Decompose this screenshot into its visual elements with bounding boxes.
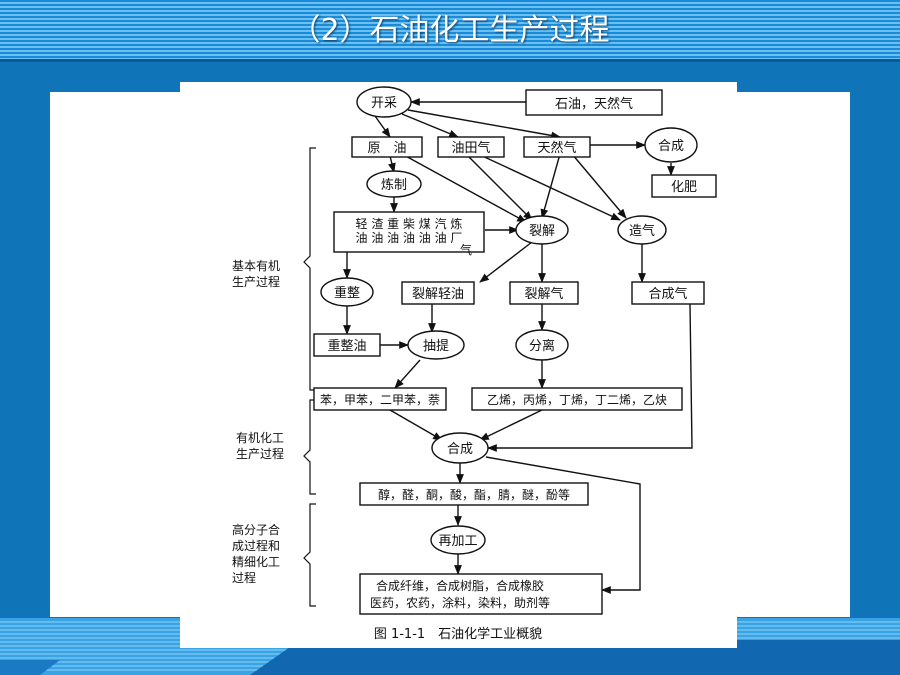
synthesis-top-label: 合成 bbox=[658, 139, 684, 154]
gas-making-label: 造气 bbox=[629, 223, 655, 239]
reforming-label: 重整 bbox=[334, 285, 360, 301]
side-label-polymer-4: 过程 bbox=[232, 570, 256, 585]
chemicals-label: 醇，醛，酮，酸，酯，腈，醚，酚等 bbox=[378, 487, 570, 502]
side-label-basic-2: 生产过程 bbox=[232, 274, 280, 289]
extraction-node bbox=[407, 330, 465, 360]
natural-gas-label: 天然气 bbox=[537, 140, 576, 156]
refined-products-box bbox=[333, 211, 485, 253]
crude-oil-label: 原 油 bbox=[367, 141, 406, 156]
refining-label: 炼制 bbox=[381, 178, 407, 193]
header-band bbox=[0, 0, 900, 62]
oil-gas-box bbox=[525, 89, 663, 116]
aromatics-label: 苯，甲苯，二甲苯，萘 bbox=[320, 393, 440, 407]
cracking-node bbox=[515, 215, 569, 245]
cracked-light-oil-box bbox=[401, 281, 475, 305]
side-label-polymer-1: 高分子合 bbox=[232, 522, 280, 537]
gas-making-node bbox=[617, 215, 667, 245]
reforming-node bbox=[320, 277, 374, 307]
refining-node bbox=[366, 170, 422, 198]
reprocess-node bbox=[430, 525, 486, 555]
side-label-organic-2: 生产过程 bbox=[236, 446, 284, 461]
separation-node bbox=[515, 329, 569, 361]
fertilizer-label: 化肥 bbox=[671, 180, 697, 195]
synthesis-mid-node bbox=[431, 432, 489, 464]
refined-products-row2: 油 油 油 油 油 油 厂 bbox=[356, 231, 463, 245]
synthesis-mid-label: 合成 bbox=[447, 442, 473, 457]
reformed-oil-box bbox=[313, 333, 381, 357]
natural-gas-box bbox=[523, 136, 591, 158]
separation-label: 分离 bbox=[529, 338, 555, 354]
side-label-organic-1: 有机化工 bbox=[236, 431, 284, 445]
final-products-box bbox=[359, 573, 603, 615]
side-label-basic-1: 基本有机 bbox=[232, 259, 280, 273]
syngas-box bbox=[631, 281, 705, 305]
extraction-label: 抽提 bbox=[423, 338, 449, 354]
olefins-box bbox=[471, 387, 683, 411]
cracked-gas-box bbox=[509, 281, 579, 305]
slide-title: （2）石油化工生产过程 bbox=[290, 13, 610, 48]
reprocess-label: 再加工 bbox=[438, 534, 477, 549]
oilfield-gas-label: 油田气 bbox=[451, 140, 490, 156]
reformed-oil-label: 重整油 bbox=[327, 338, 366, 354]
olefins-label: 乙烯，丙烯，丁烯，丁二烯，乙炔 bbox=[487, 393, 667, 407]
crude-oil-box bbox=[351, 136, 423, 158]
figure-caption: 图 1-1-1 石油化学工业概貌 bbox=[374, 626, 542, 642]
refined-products-gas: 气 bbox=[460, 242, 472, 257]
syngas-label: 合成气 bbox=[648, 286, 687, 302]
cracked-light-oil-label: 裂解轻油 bbox=[412, 287, 464, 302]
petrochemical-flowchart: 石油，天然气 开采 原 油 油田气 天然气 合成 化肥 炼制 轻 渣 重 柴 煤… bbox=[180, 82, 737, 648]
refined-products-row1: 轻 渣 重 柴 煤 汽 炼 bbox=[356, 216, 463, 231]
mining-node bbox=[356, 86, 412, 118]
cracking-label: 裂解 bbox=[529, 224, 555, 239]
side-label-polymer-2: 成过程和 bbox=[232, 538, 280, 553]
mining-label: 开采 bbox=[371, 96, 397, 111]
aromatics-box bbox=[313, 387, 447, 411]
oil-gas-label: 石油，天然气 bbox=[555, 96, 633, 112]
synthesis-top-node bbox=[644, 127, 698, 163]
chemicals-box bbox=[359, 482, 589, 506]
fertilizer-box bbox=[651, 174, 717, 198]
oilfield-gas-box bbox=[437, 136, 505, 158]
final-products-row1: 合成纤维，合成树脂，合成橡胶 bbox=[376, 578, 544, 593]
final-products-row2: 医药，农药，涂料，染料，助剂等 bbox=[370, 595, 550, 610]
side-label-polymer-3: 精细化工 bbox=[232, 555, 280, 569]
cracked-gas-label: 裂解气 bbox=[524, 286, 563, 302]
